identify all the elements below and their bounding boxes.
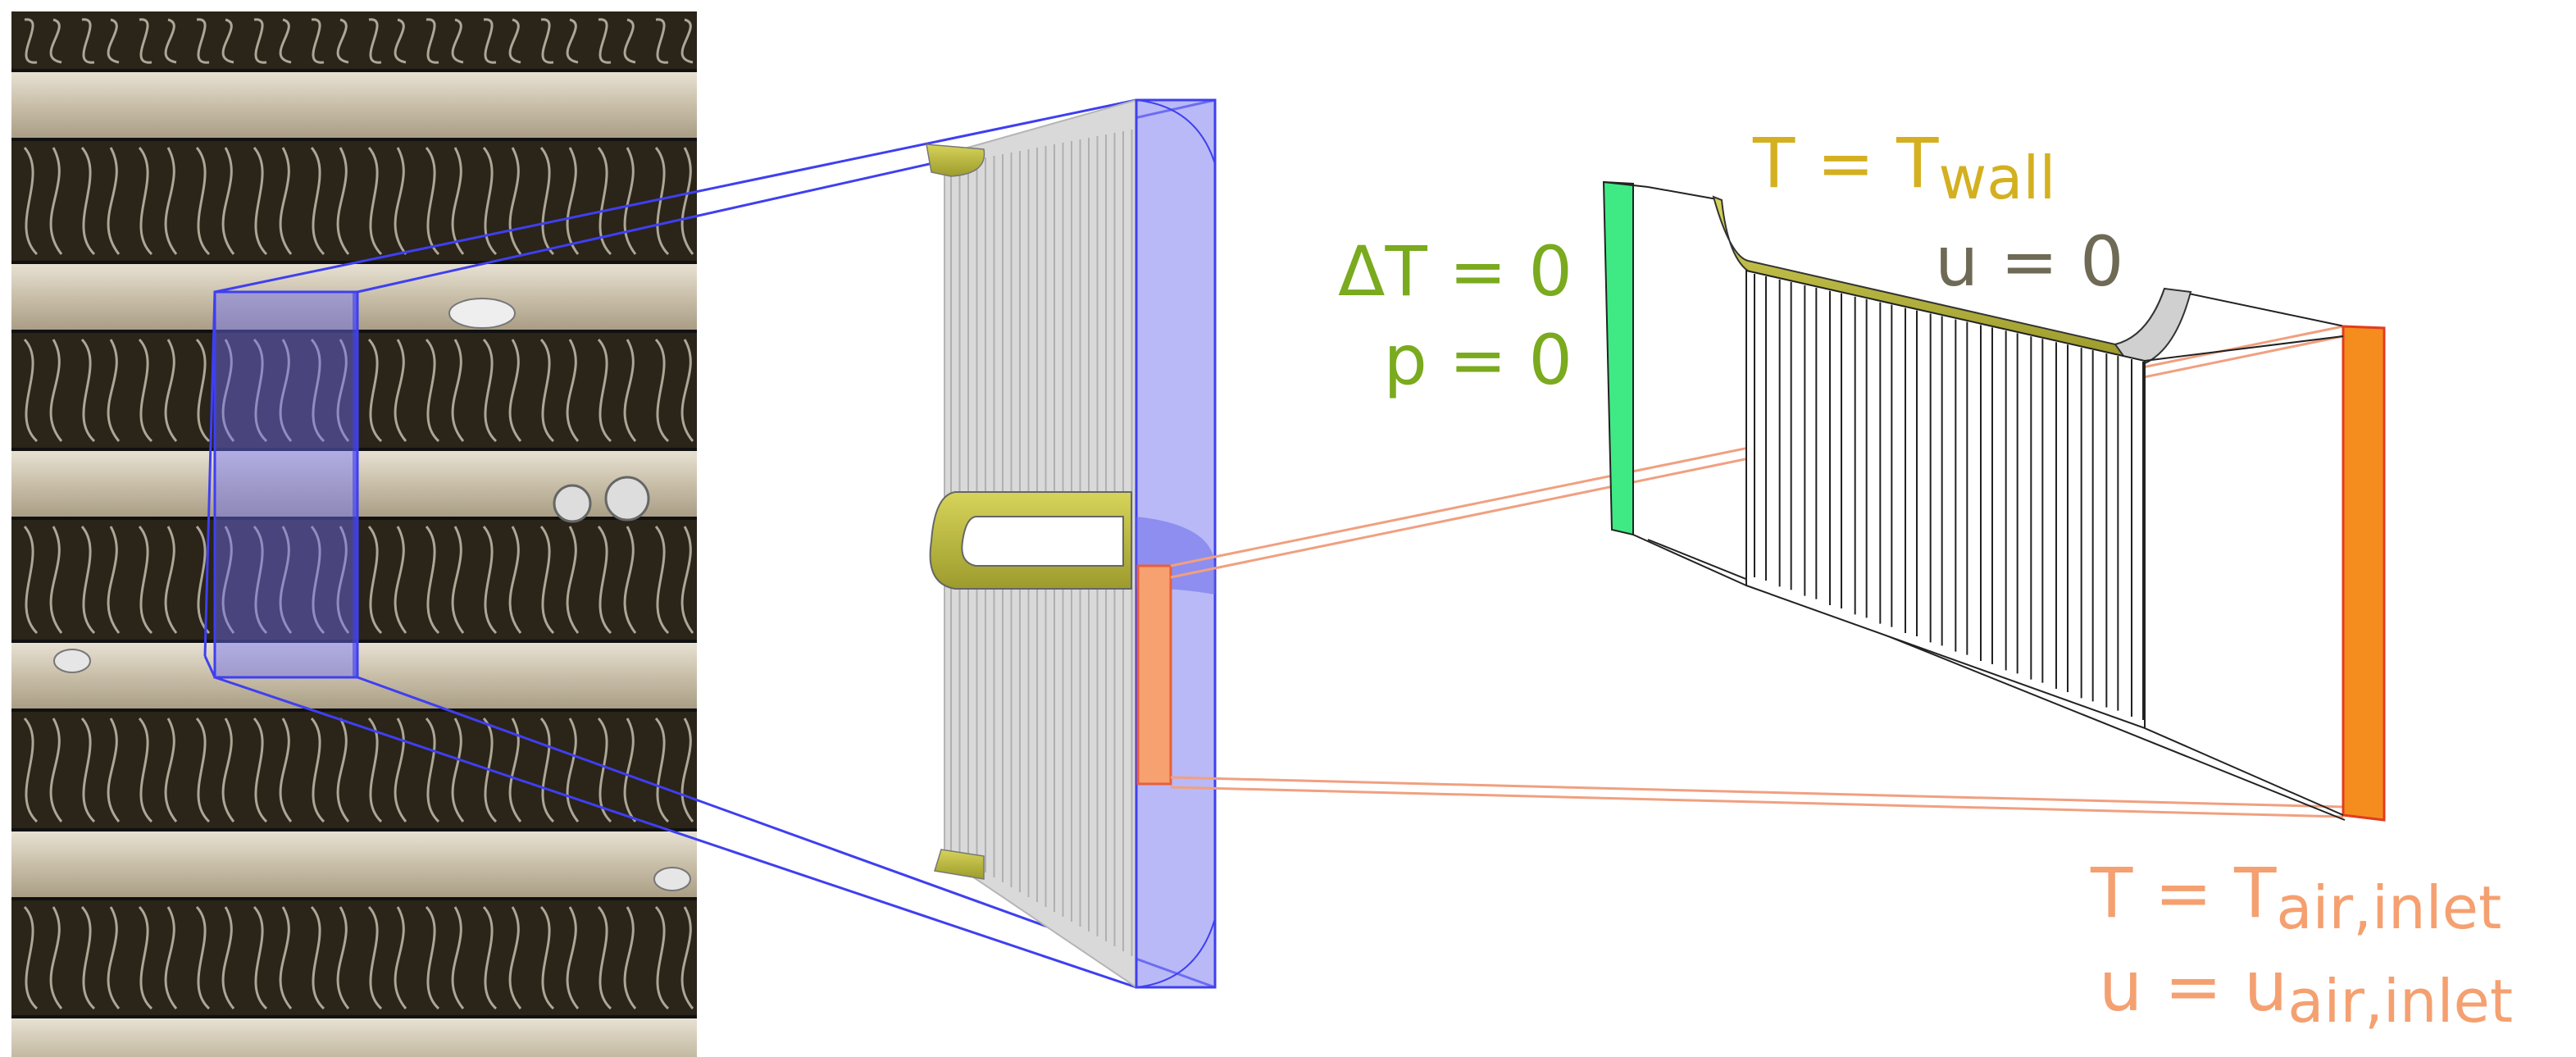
outlet-temperature-label: ΔT = 0	[1338, 231, 1572, 312]
detail-cell-3d	[1602, 180, 2386, 822]
photo-selection-box	[203, 290, 359, 679]
unit-cell-3d	[926, 98, 1217, 989]
wall-temperature-label: T = Twall	[1752, 123, 2055, 212]
inlet-temperature-label: T = Tair,inlet	[2090, 853, 2501, 942]
no-slip-label: u = 0	[1935, 221, 2123, 302]
outlet-pressure-label: p = 0	[1383, 320, 1572, 400]
inlet-velocity-label: u = uair,inlet	[2099, 946, 2513, 1036]
